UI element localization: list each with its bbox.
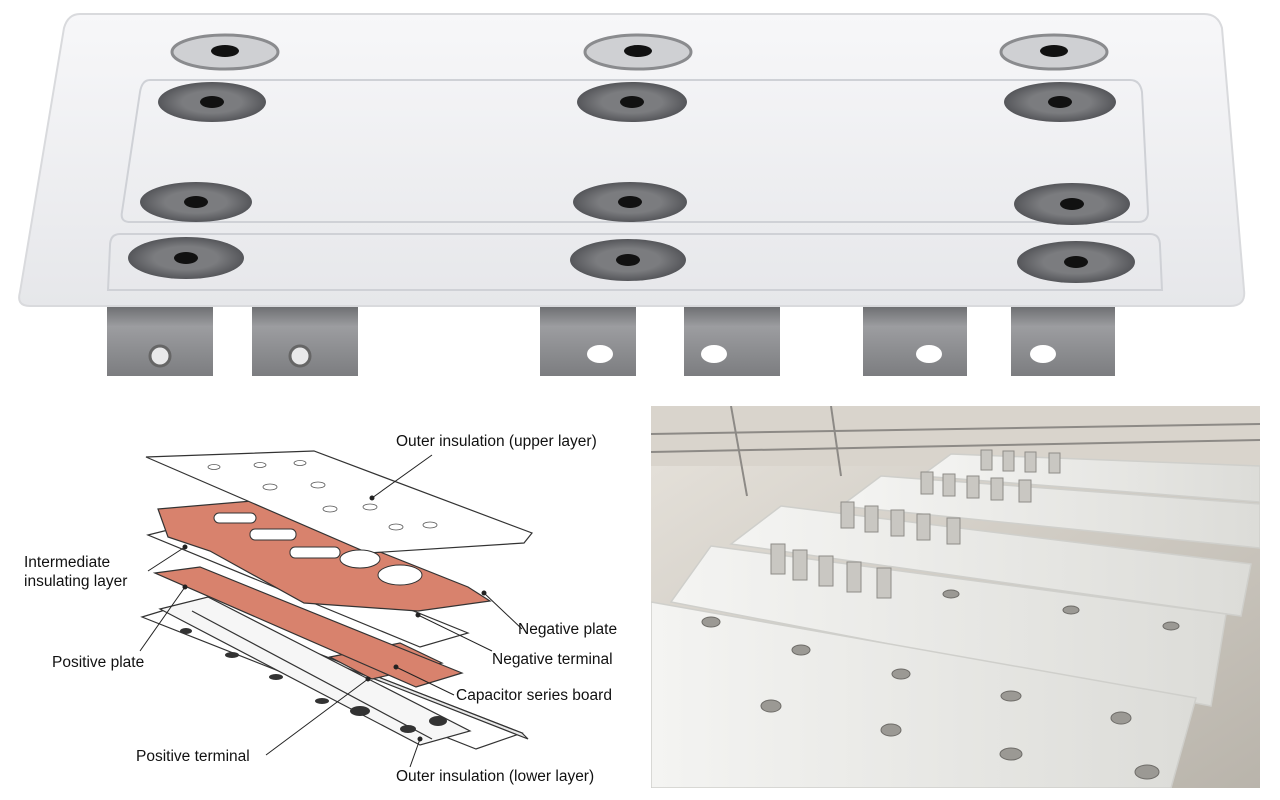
positive-plate-shape xyxy=(152,566,464,688)
label-positive-terminal: Positive terminal xyxy=(136,748,250,765)
terminal-tabs xyxy=(107,300,1115,376)
exploded-layer-diagram: Outer insulation (upper layer) Intermedi… xyxy=(0,405,645,800)
label-intermediate-insulating-layer: Intermediate insulating layer xyxy=(24,554,128,590)
production-rack-photo xyxy=(651,406,1260,788)
diagram-drawing xyxy=(139,450,533,768)
label-outer-insulation-lower: Outer insulation (lower layer) xyxy=(396,768,595,785)
washer-grid xyxy=(128,82,1135,283)
top-row-washers xyxy=(170,33,1109,71)
busbar-product-photo xyxy=(18,13,1246,376)
label-positive-plate: Positive plate xyxy=(52,654,145,671)
label-negative-plate: Negative plate xyxy=(518,621,618,638)
label-negative-terminal: Negative terminal xyxy=(492,651,613,668)
label-outer-insulation-upper: Outer insulation (upper layer) xyxy=(396,433,597,450)
outer-insulation-upper-shape xyxy=(145,450,533,554)
label-capacitor-series-board: Capacitor series board xyxy=(456,687,612,704)
